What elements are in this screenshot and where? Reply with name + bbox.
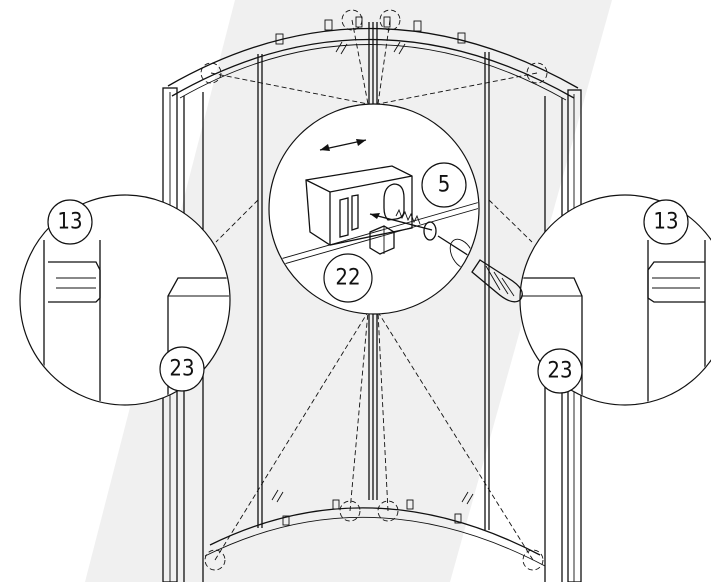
callout-22: 22 (323, 253, 373, 303)
callout-22-label: 22 (335, 266, 360, 291)
callout-13-left-label: 13 (57, 210, 82, 235)
screwdriver (471, 259, 523, 303)
leader-lines (210, 19, 538, 561)
callout-13-right: 13 (643, 199, 689, 245)
callout-23-right: 23 (537, 348, 583, 394)
callout-13-right-label: 13 (653, 210, 678, 235)
center-detail-view (268, 103, 523, 315)
callout-23-right-label: 23 (547, 359, 572, 384)
callout-13-left: 13 (47, 199, 93, 245)
callout-23-left: 23 (159, 346, 205, 392)
callout-5-label: 5 (438, 173, 451, 198)
callout-5: 5 (421, 162, 467, 208)
inspection-markers (200, 9, 548, 571)
callout-23-left-label: 23 (169, 357, 194, 382)
